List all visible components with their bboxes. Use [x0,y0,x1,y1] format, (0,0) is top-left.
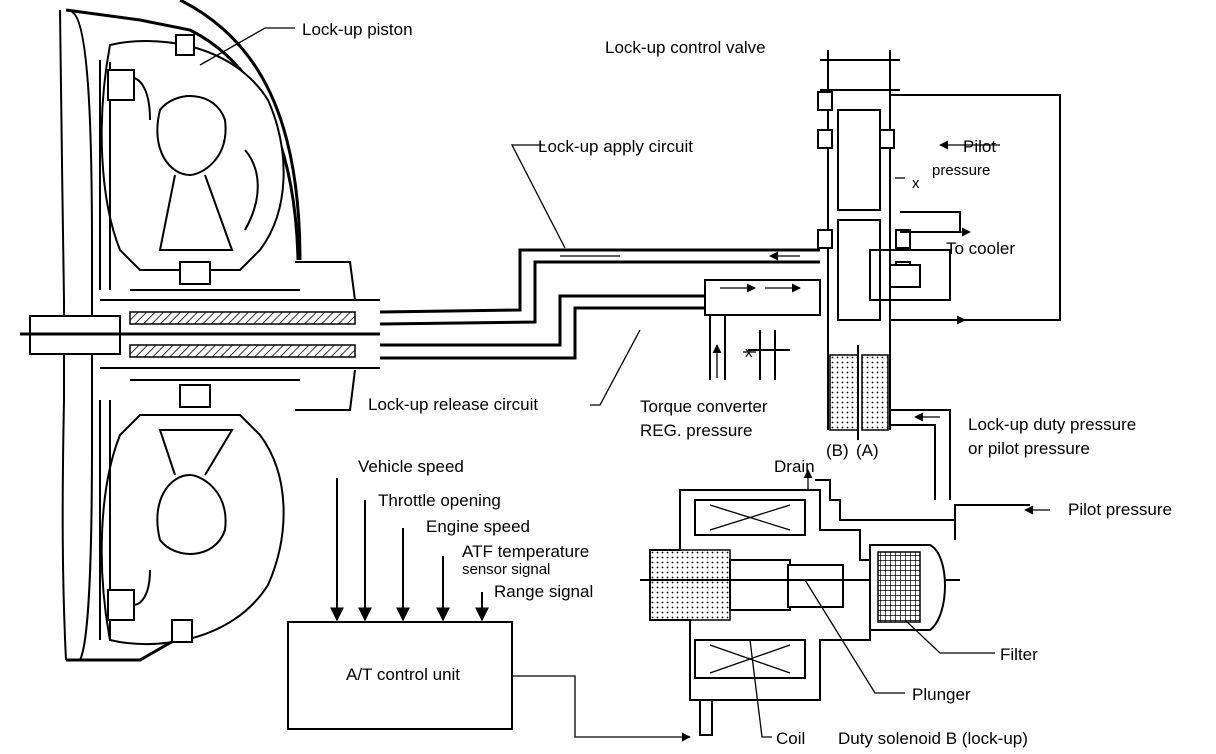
lockup-apply-circuit-label: Lock-up apply circuit [538,137,693,156]
duty-solenoid [640,469,1050,736]
hydraulic-circuits [379,248,821,380]
duty-solenoid-label: Duty solenoid B (lock-up) [838,729,1028,748]
x-mark-lower: x [745,344,753,361]
port-a-label: (A) [856,441,879,460]
lockup-piston-label: Lock-up piston [302,20,413,39]
vehicle-speed-label: Vehicle speed [358,457,464,476]
plunger-label: Plunger [912,685,971,704]
duty-pressure-label-1: Lock-up duty pressure [968,415,1136,434]
atf-temperature-label-2: sensor signal [462,561,550,578]
filter-label: Filter [1000,645,1038,664]
throttle-opening-label: Throttle opening [378,491,501,510]
duty-pressure-label-2: or pilot pressure [968,439,1090,458]
x-mark-upper: x [912,175,920,192]
coil-label: Coil [776,729,805,748]
pilot-label-top: Pilot [963,137,996,156]
control-unit-block [287,478,691,742]
engine-speed-label: Engine speed [426,517,530,536]
lockup-control-valve-label: Lock-up control valve [605,38,766,57]
port-b-label: (B) [826,441,849,460]
control-unit-label: A/T control unit [346,665,460,684]
lockup-control-valve [748,50,1061,500]
torque-converter-label: Torque converter [640,397,768,416]
drain-label: Drain [774,457,815,476]
torque-converter [20,0,380,662]
to-cooler-label: To cooler [946,239,1015,258]
lockup-release-circuit-label: Lock-up release circuit [368,395,538,414]
leader-lines [199,27,995,738]
labels: Lock-up piston Lock-up control valve Loc… [302,20,1172,748]
pilot-pressure-right-label: Pilot pressure [1068,500,1172,519]
range-signal-label: Range signal [494,582,593,601]
atf-temperature-label-1: ATF temperature [462,542,589,561]
control-unit-box [287,621,513,730]
reg-pressure-label: REG. pressure [640,421,752,440]
pressure-label-top: pressure [932,162,990,179]
